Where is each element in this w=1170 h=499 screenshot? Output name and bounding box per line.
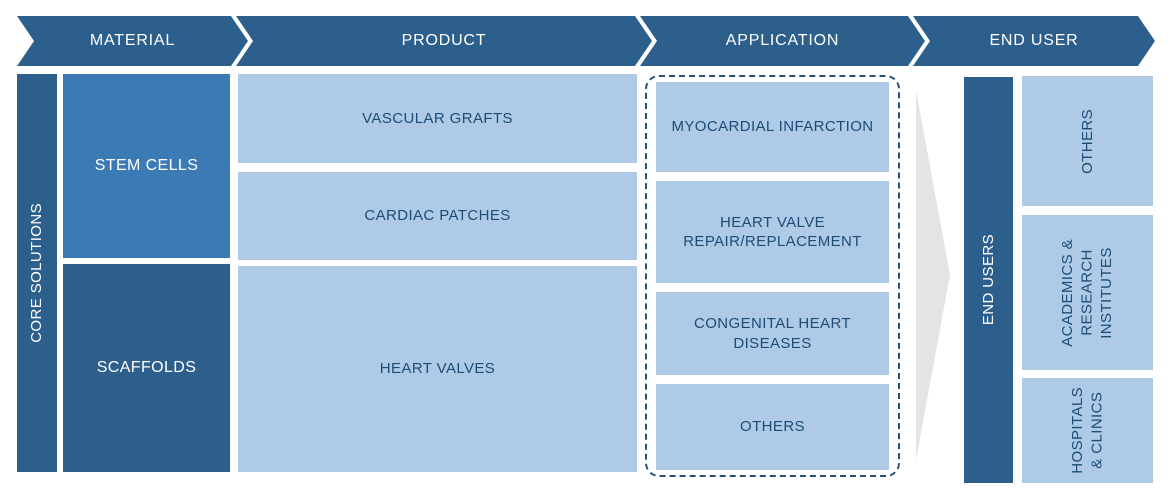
header-step-material: MATERIAL — [17, 16, 248, 66]
hospitals-clinics-box: HOSPITALS & CLINICS — [1022, 378, 1153, 483]
flow-arrow-icon — [916, 90, 950, 460]
heart-valves-box: HEART VALVES — [238, 266, 637, 472]
application-others-box: OTHERS — [656, 384, 889, 470]
end-users-bar: END USERS — [964, 77, 1013, 483]
academics-research-label: ACADEMICS & RESEARCH INSTITUTES — [1059, 238, 1116, 347]
application-group: MYOCARDIAL INFARCTION HEART VALVE REPAIR… — [645, 75, 900, 477]
heart-valve-repair-box: HEART VALVE REPAIR/REPLACEMENT — [656, 181, 889, 283]
header-step-application: APPLICATION — [640, 16, 925, 66]
congenital-heart-diseases-label: CONGENITAL HEART DISEASES — [694, 315, 851, 352]
header-step-end-user-label: END USER — [989, 32, 1079, 49]
vascular-grafts-box: VASCULAR GRAFTS — [238, 74, 637, 163]
stem-cells-box: STEM CELLS — [63, 74, 230, 258]
end-user-others-box: OTHERS — [1022, 76, 1153, 206]
vascular-grafts-label: VASCULAR GRAFTS — [362, 109, 513, 127]
stem-cells-label: STEM CELLS — [94, 156, 199, 174]
header-step-product-label: PRODUCT — [401, 32, 487, 49]
heart-valves-label: HEART VALVES — [379, 360, 496, 378]
congenital-heart-diseases-box: CONGENITAL HEART DISEASES — [656, 292, 889, 375]
myocardial-infarction-label: MYOCARDIAL INFARCTION — [671, 118, 874, 136]
myocardial-infarction-box: MYOCARDIAL INFARCTION — [656, 82, 889, 172]
hospitals-clinics-label: HOSPITALS & CLINICS — [1069, 387, 1106, 474]
end-users-label: END USERS — [979, 234, 997, 326]
scaffolds-box: SCAFFOLDS — [63, 264, 230, 472]
core-solutions-bar: CORE SOLUTIONS — [17, 74, 57, 472]
heart-valve-repair-label: HEART VALVE REPAIR/REPLACEMENT — [683, 213, 862, 251]
academics-research-box: ACADEMICS & RESEARCH INSTITUTES — [1022, 215, 1153, 370]
cardiac-patches-label: CARDIAC PATCHES — [364, 207, 511, 225]
application-others-label: OTHERS — [740, 418, 805, 436]
header-step-end-user: END USER — [913, 16, 1155, 66]
end-user-others-label: OTHERS — [1078, 108, 1096, 174]
header-step-application-label: APPLICATION — [725, 32, 840, 49]
cardiac-patches-box: CARDIAC PATCHES — [238, 172, 637, 260]
header-step-material-label: MATERIAL — [89, 32, 176, 49]
header-step-product: PRODUCT — [236, 16, 652, 66]
core-solutions-label: CORE SOLUTIONS — [28, 203, 46, 343]
scaffolds-label: SCAFFOLDS — [96, 358, 197, 376]
